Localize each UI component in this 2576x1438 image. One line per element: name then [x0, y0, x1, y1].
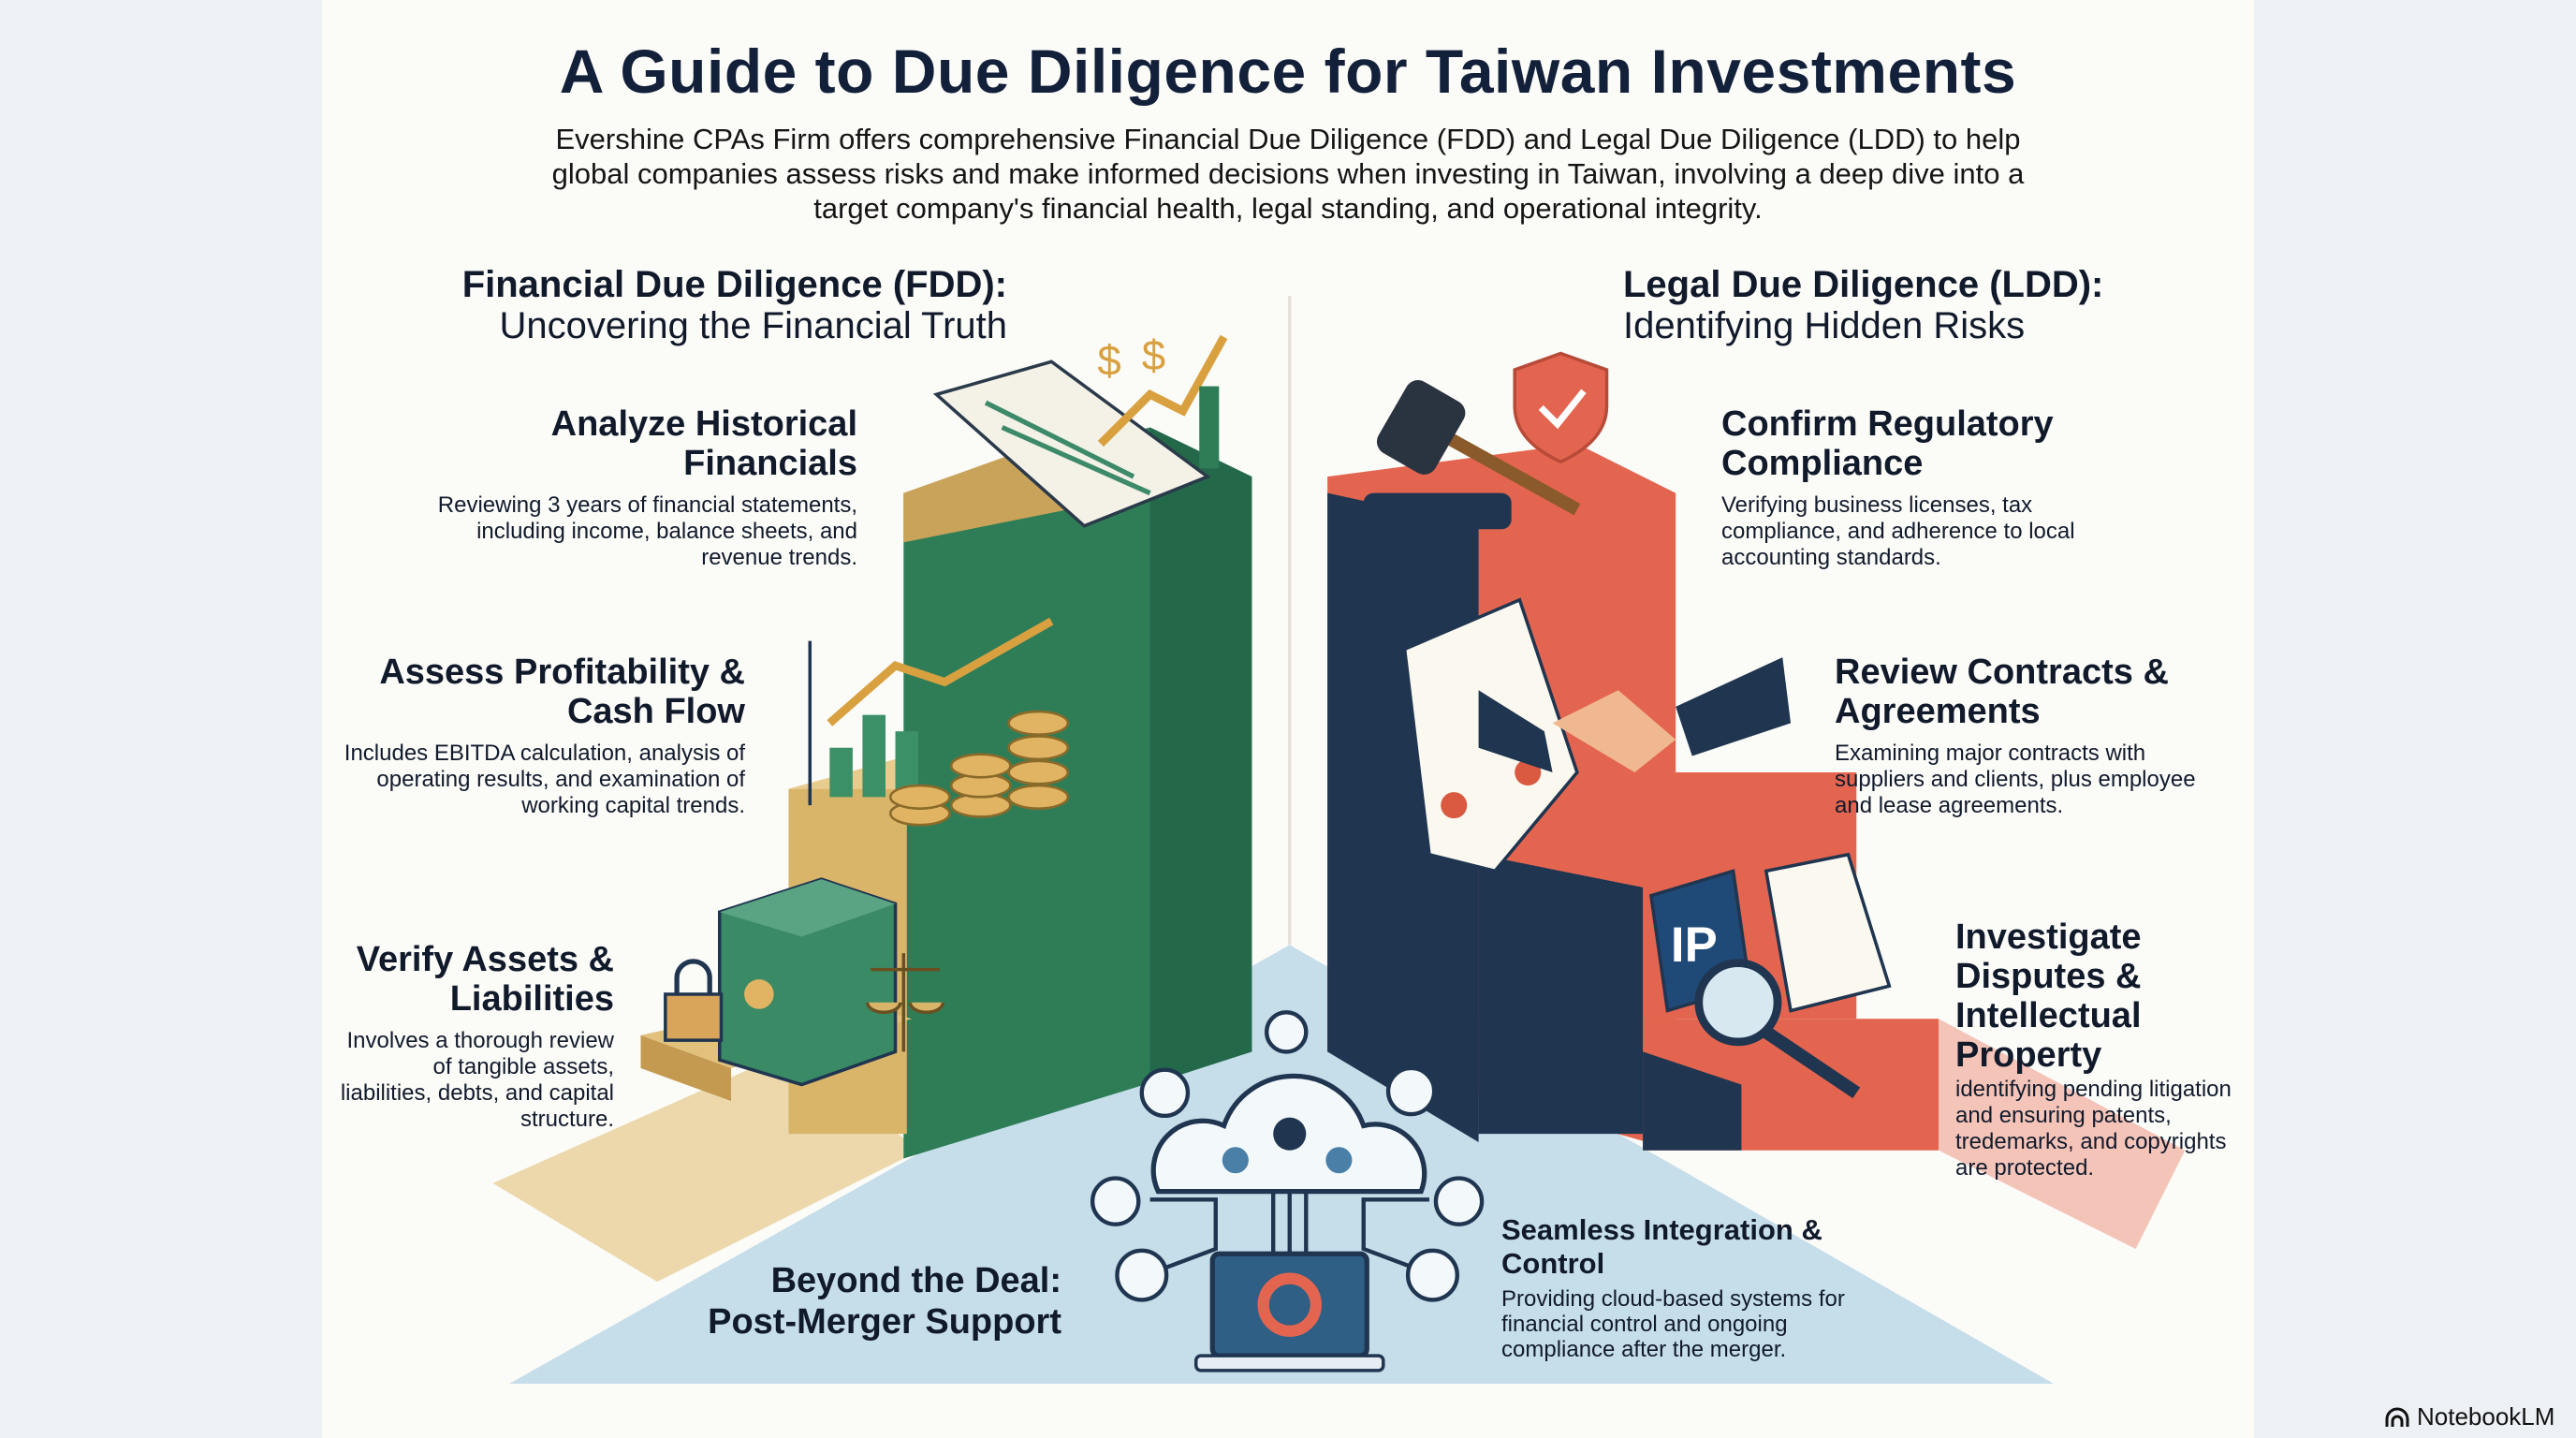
item-title: Investigate Disputes & Intellectual Prop…	[1955, 917, 2142, 1075]
fdd-heading: Financial Due Diligence (FDD):	[461, 264, 1007, 305]
svg-text:$: $	[1142, 331, 1165, 379]
item-title: Review Contracts & Agreements	[1835, 653, 2169, 731]
post-merger-line1: Beyond the Deal:	[770, 1261, 1061, 1300]
bar-chart-icon	[808, 617, 1054, 806]
page-title: A Guide to Due Diligence for Taiwan Inve…	[559, 37, 2017, 106]
ldd-item-disputes: Investigate Disputes & Intellectual Prop…	[1955, 917, 2255, 1181]
item-title: Confirm Regulatory Compliance	[1721, 404, 2054, 483]
fdd-item-profitability: Assess Profitability & Cash Flow Include…	[337, 653, 745, 819]
growth-arrow-icon: $ $	[1097, 331, 1228, 469]
notebooklm-watermark: NotebookLM	[2385, 1402, 2554, 1431]
item-body: Includes EBITDA calculation, analysis of…	[344, 741, 745, 818]
fdd-subheading: Uncovering the Financial Truth	[499, 305, 1008, 346]
item-body: Reviewing 3 years of financial statement…	[437, 492, 857, 570]
ledger-book-icon	[932, 360, 1211, 528]
fdd-item-assets: Verify Assets & Liabilities Involves a t…	[337, 940, 614, 1133]
item-title: Verify Assets & Liabilities	[356, 940, 614, 1019]
ip-label: IP	[1671, 917, 1718, 973]
intro-text: Evershine CPAs Firm offers comprehensive…	[551, 123, 2025, 225]
ldd-ground-band	[1905, 1019, 2186, 1250]
ldd-item-contracts: Review Contracts & Agreements Examining …	[1835, 653, 2228, 819]
ldd-subheading: Identifying Hidden Risks	[1623, 305, 2026, 346]
item-title: Analyze Historical Financials	[550, 404, 857, 483]
cloud-icon	[1150, 1073, 1427, 1195]
padlock-icon	[664, 959, 724, 1042]
safe-icon	[717, 877, 898, 1087]
item-title: Seamless Integration & Control	[1501, 1213, 1822, 1280]
fdd-item-historical: Analyze Historical Financials Reviewing …	[412, 404, 857, 571]
item-title: Assess Profitability & Cash Flow	[379, 653, 745, 731]
shield-check-icon	[1513, 351, 1609, 464]
ldd-header: Legal Due Diligence (LDD): Identifying H…	[1623, 264, 2103, 346]
post-item-integration: Seamless Integration & Control Providing…	[1501, 1213, 1895, 1362]
post-merger-line2: Post-Merger Support	[708, 1302, 1061, 1342]
handshake-icon	[1478, 657, 1792, 773]
ldd-heading: Legal Due Diligence (LDD):	[1623, 264, 2104, 305]
node-icons	[1090, 1010, 1485, 1302]
fdd-header: Financial Due Diligence (FDD): Uncoverin…	[393, 264, 1007, 346]
magnifier-icon	[1694, 959, 1861, 1099]
item-body: Providing cloud-based systems for financ…	[1501, 1286, 1845, 1362]
ldd-item-compliance: Confirm Regulatory Compliance Verifying …	[1721, 404, 2133, 571]
network-lines	[1149, 1191, 1430, 1276]
post-merger-heading: Beyond the Deal: Post-Merger Support	[655, 1260, 1061, 1343]
laptop-icon	[1193, 1251, 1385, 1372]
scales-icon	[865, 953, 945, 1052]
svg-text:$: $	[1097, 336, 1120, 384]
item-body: identifying pending litigation and ensur…	[1955, 1077, 2232, 1181]
item-body: Examining major contracts with suppliers…	[1835, 741, 2196, 818]
coins-icon	[888, 710, 1070, 827]
item-body: Verifying business licenses, tax complia…	[1721, 492, 2075, 570]
item-body: Involves a thorough review of tangible a…	[340, 1028, 614, 1132]
gavel-icon	[1363, 380, 1581, 530]
watermark-text: NotebookLM	[2417, 1402, 2555, 1431]
notebooklm-logo-icon	[2385, 1407, 2409, 1427]
